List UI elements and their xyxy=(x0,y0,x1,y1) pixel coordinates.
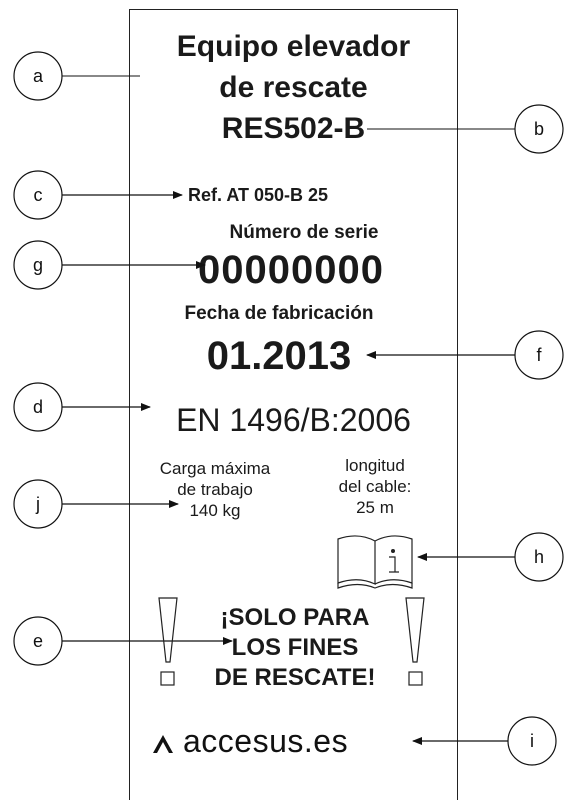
callout-h: h xyxy=(534,547,544,567)
warning-line-1: ¡SOLO PARA xyxy=(220,604,370,631)
label-panel xyxy=(129,9,458,800)
cable-length-line-2: del cable: xyxy=(338,477,412,496)
title-line-1: Equipo elevador xyxy=(176,30,411,63)
callout-d-circle xyxy=(13,382,63,432)
title-line-2: de rescate xyxy=(219,71,368,104)
callout-j-circle xyxy=(13,479,63,529)
manual-info-icon xyxy=(337,535,413,589)
callout-b-circle xyxy=(514,104,564,154)
reference-text: Ref. AT 050-B 25 xyxy=(188,185,329,205)
serial-number: 00000000 xyxy=(198,248,384,292)
callout-f: f xyxy=(536,345,542,365)
callout-f-circle xyxy=(514,330,564,380)
callout-e-circle xyxy=(13,616,63,666)
max-load-value: 140 kg xyxy=(189,501,241,520)
callout-a-circle xyxy=(13,51,63,101)
serial-number-label: Número de serie xyxy=(229,222,379,243)
callout-h-circle xyxy=(514,532,564,582)
logo-mark xyxy=(153,735,173,753)
max-load-line-2: de trabajo xyxy=(177,480,253,499)
cable-length-line-1: longitud xyxy=(345,456,405,475)
exclamation-icon-right xyxy=(405,597,425,686)
warning-line-3: DE RESCATE! xyxy=(214,664,376,691)
callout-g-circle xyxy=(13,240,63,290)
logo-text: accesus.es xyxy=(183,723,349,759)
callout-d: d xyxy=(33,397,43,417)
callout-b: b xyxy=(534,119,544,139)
manufacture-date: 01.2013 xyxy=(206,334,352,378)
callout-i: i xyxy=(530,731,534,751)
callout-a: a xyxy=(33,66,44,86)
title-line-3-model: RES502-B xyxy=(221,112,366,145)
callout-c-circle xyxy=(13,170,63,220)
callout-e: e xyxy=(33,631,43,651)
cable-length-value: 25 m xyxy=(356,498,394,517)
standard-text: EN 1496/B:2006 xyxy=(176,402,411,438)
callout-j: j xyxy=(35,494,40,514)
callout-c: c xyxy=(34,185,43,205)
max-load-line-1: Carga máxima xyxy=(159,459,271,478)
exclamation-icon-left xyxy=(158,597,178,686)
callout-g: g xyxy=(33,255,43,275)
manufacture-date-label: Fecha de fabricación xyxy=(184,303,374,324)
warning-line-2: LOS FINES xyxy=(231,634,359,661)
callout-i-circle xyxy=(507,716,557,766)
